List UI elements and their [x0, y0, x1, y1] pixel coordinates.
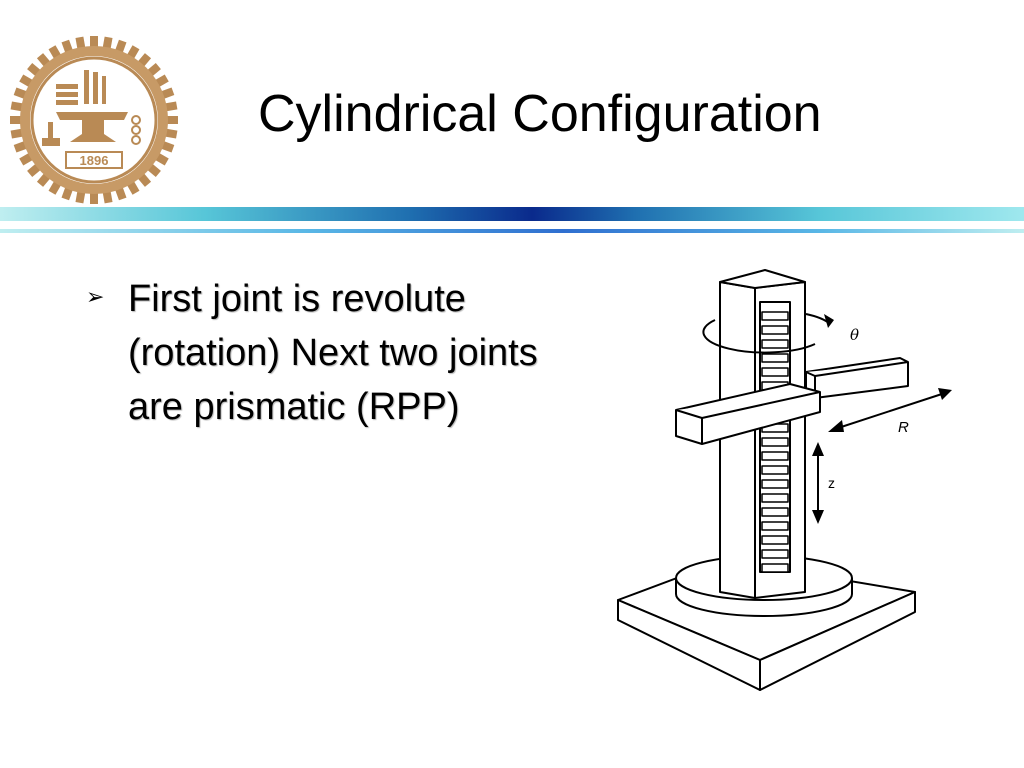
bullet-text: First joint is revolute (rotation) Next … [128, 278, 538, 428]
slide-title: Cylindrical Configuration [258, 85, 822, 143]
university-seal-logo: 1896 [10, 36, 178, 204]
header-gradient-band [0, 207, 1024, 221]
z-label: z [828, 475, 835, 491]
header-thin-rule [0, 229, 1024, 233]
seal-year-text: 1896 [80, 153, 109, 168]
arrow-bullet-icon: ➢ [86, 284, 105, 309]
r-label: R [898, 419, 909, 436]
theta-label: θ [850, 326, 859, 344]
cylindrical-robot-figure: θ R z [617, 269, 952, 691]
